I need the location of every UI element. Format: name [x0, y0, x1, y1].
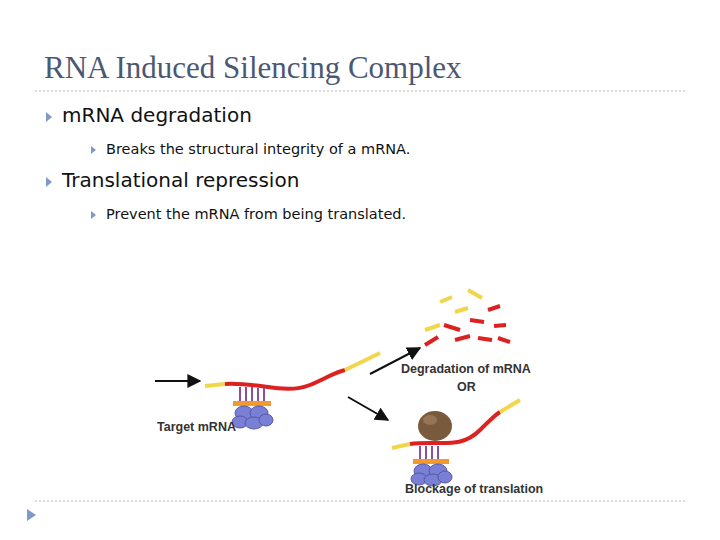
sub-bullet-text: Prevent the mRNA from being translated.	[106, 206, 686, 222]
bullet-text: mRNA degradation	[62, 103, 662, 127]
ribosome	[418, 411, 452, 441]
sirna-strand	[413, 459, 449, 464]
arrow	[348, 397, 388, 420]
bullet-text: Translational repression	[62, 168, 662, 192]
sub-bullet	[91, 211, 96, 219]
bullet	[46, 112, 52, 122]
figure-label: OR	[457, 380, 497, 394]
mrna-end	[392, 444, 410, 448]
figure-label: Degradation of mRNA	[401, 362, 561, 376]
mrna-strand	[410, 412, 500, 444]
bullet	[46, 177, 52, 187]
mrna-end	[205, 384, 225, 386]
risc-complex	[232, 406, 273, 429]
mrna-end	[500, 400, 520, 412]
base-pairs	[420, 446, 438, 459]
nav-triangle	[27, 509, 36, 521]
base-pairs	[240, 387, 264, 401]
divider-line	[35, 501, 686, 502]
sirna-strand	[233, 401, 271, 406]
mrna-strand	[225, 370, 345, 389]
sub-bullet-text: Breaks the structural integrity of a mRN…	[106, 141, 686, 157]
figure-label: Target mRNA	[157, 420, 277, 434]
slide-title: RNA Induced Silencing Complex	[44, 50, 684, 86]
figure-label: Blockage of translation	[405, 482, 585, 496]
divider-line	[35, 91, 686, 92]
arrow	[155, 380, 200, 382]
sub-bullet	[91, 146, 96, 154]
mrna-end	[345, 353, 380, 370]
mrna-fragments	[425, 290, 510, 345]
